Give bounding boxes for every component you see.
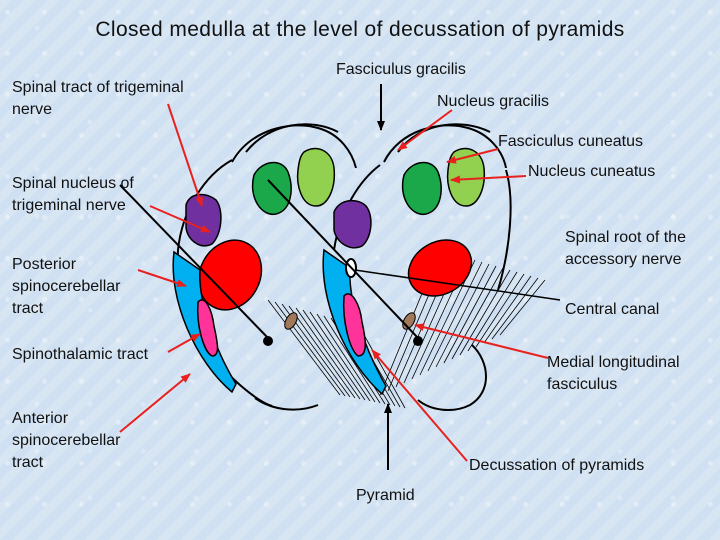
right-nucleus-red <box>407 239 473 297</box>
label-nucleus-cuneatus: Nucleus cuneatus <box>528 163 656 180</box>
hatch-line <box>483 275 532 344</box>
hatch-line <box>358 325 406 409</box>
arrow-fasciculus-cuneatus <box>446 148 499 164</box>
hatch-line <box>295 307 361 400</box>
label-central-canal: Central canal <box>565 301 660 318</box>
label-fasciculus-cuneatus: Fasciculus cuneatus <box>498 133 643 150</box>
label-spinal-nucleus-trigeminal: Spinal nucleus of trigeminal nerve <box>12 175 134 214</box>
left-nucleus-gracilis <box>251 161 292 215</box>
hatch-line <box>491 277 539 340</box>
arrow-anterior-spinocerebellar <box>119 373 191 433</box>
label-spinothalamic: Spinothalamic tract <box>12 346 149 363</box>
arrow-decussation <box>371 349 468 462</box>
hatch-line <box>323 315 381 404</box>
arrow-spinal-nucleus-trigeminal <box>149 205 211 233</box>
label-nucleus-gracilis: Nucleus gracilis <box>437 93 550 110</box>
hatch-line <box>459 269 511 356</box>
line-spinal-root-accessory <box>354 269 561 301</box>
left-central-dot <box>263 336 273 346</box>
arrow-spinothalamic <box>167 333 201 353</box>
right-fibre-line <box>267 179 419 339</box>
right-section <box>267 123 512 412</box>
hatch-line <box>499 279 546 336</box>
left-spinal-nucleus-trigeminal <box>185 193 222 247</box>
left-ventral-outline <box>254 397 319 411</box>
left-medial-longitudinal-fasciculus <box>284 312 298 330</box>
label-anterior-spinocerebellar: Anterior spinocerebellar tract <box>12 410 121 471</box>
pointer-arrows <box>119 84 561 470</box>
hatch-line <box>316 313 376 403</box>
left-dorsal-arc-outer <box>245 123 339 153</box>
hatch-line <box>451 267 504 360</box>
right-central-dot <box>413 336 423 346</box>
label-posterior-spinocerebellar: Posterior spinocerebellar tract <box>12 256 121 317</box>
right-nucleus-cuneatus <box>401 161 442 215</box>
left-fibre-line <box>119 184 269 339</box>
arrow-medial-longitudinal <box>414 323 549 359</box>
left-section <box>119 123 357 411</box>
right-dorsal-arc-outer <box>397 123 491 153</box>
right-spinal-nucleus-trigeminal <box>333 199 372 249</box>
hatch-line <box>288 305 356 399</box>
hatch-line <box>427 261 483 372</box>
label-spinal-tract-trigeminal: Spinal tract of trigeminal nerve <box>12 79 184 118</box>
left-posterior-spinocerebellar <box>197 239 263 311</box>
label-decussation: Decussation of pyramids <box>469 457 645 474</box>
left-spinothalamic <box>196 299 219 357</box>
arrow-posterior-spinocerebellar <box>137 269 187 287</box>
hatch-line <box>475 273 525 348</box>
hatch-line <box>309 311 371 402</box>
right-lateral-outline <box>497 169 512 291</box>
hatch-line <box>435 263 490 368</box>
label-pyramid: Pyramid <box>356 487 415 504</box>
label-fasciculus-gracilis: Fasciculus gracilis <box>336 61 466 78</box>
arrow-spinal-tract-trigeminal <box>167 103 203 207</box>
hatch-line <box>443 265 497 364</box>
arrow-nucleus-cuneatus <box>450 175 527 184</box>
left-fasciculus-gracilis <box>296 147 336 207</box>
label-spinal-root-accessory: Spinal root of the accessory nerve <box>565 229 686 268</box>
right-ventral-outline <box>417 344 487 412</box>
label-medial-longitudinal: Medial longitudinal fasciculus <box>547 354 680 393</box>
hatch-line <box>302 309 366 401</box>
left-dorsal-arc <box>231 124 357 169</box>
page-title: Closed medulla at the level of decussati… <box>95 18 625 41</box>
hatch-line <box>267 299 341 396</box>
arrow-nucleus-gracilis <box>397 109 453 151</box>
right-spinothalamic <box>342 293 366 357</box>
hatch-line <box>467 271 518 352</box>
